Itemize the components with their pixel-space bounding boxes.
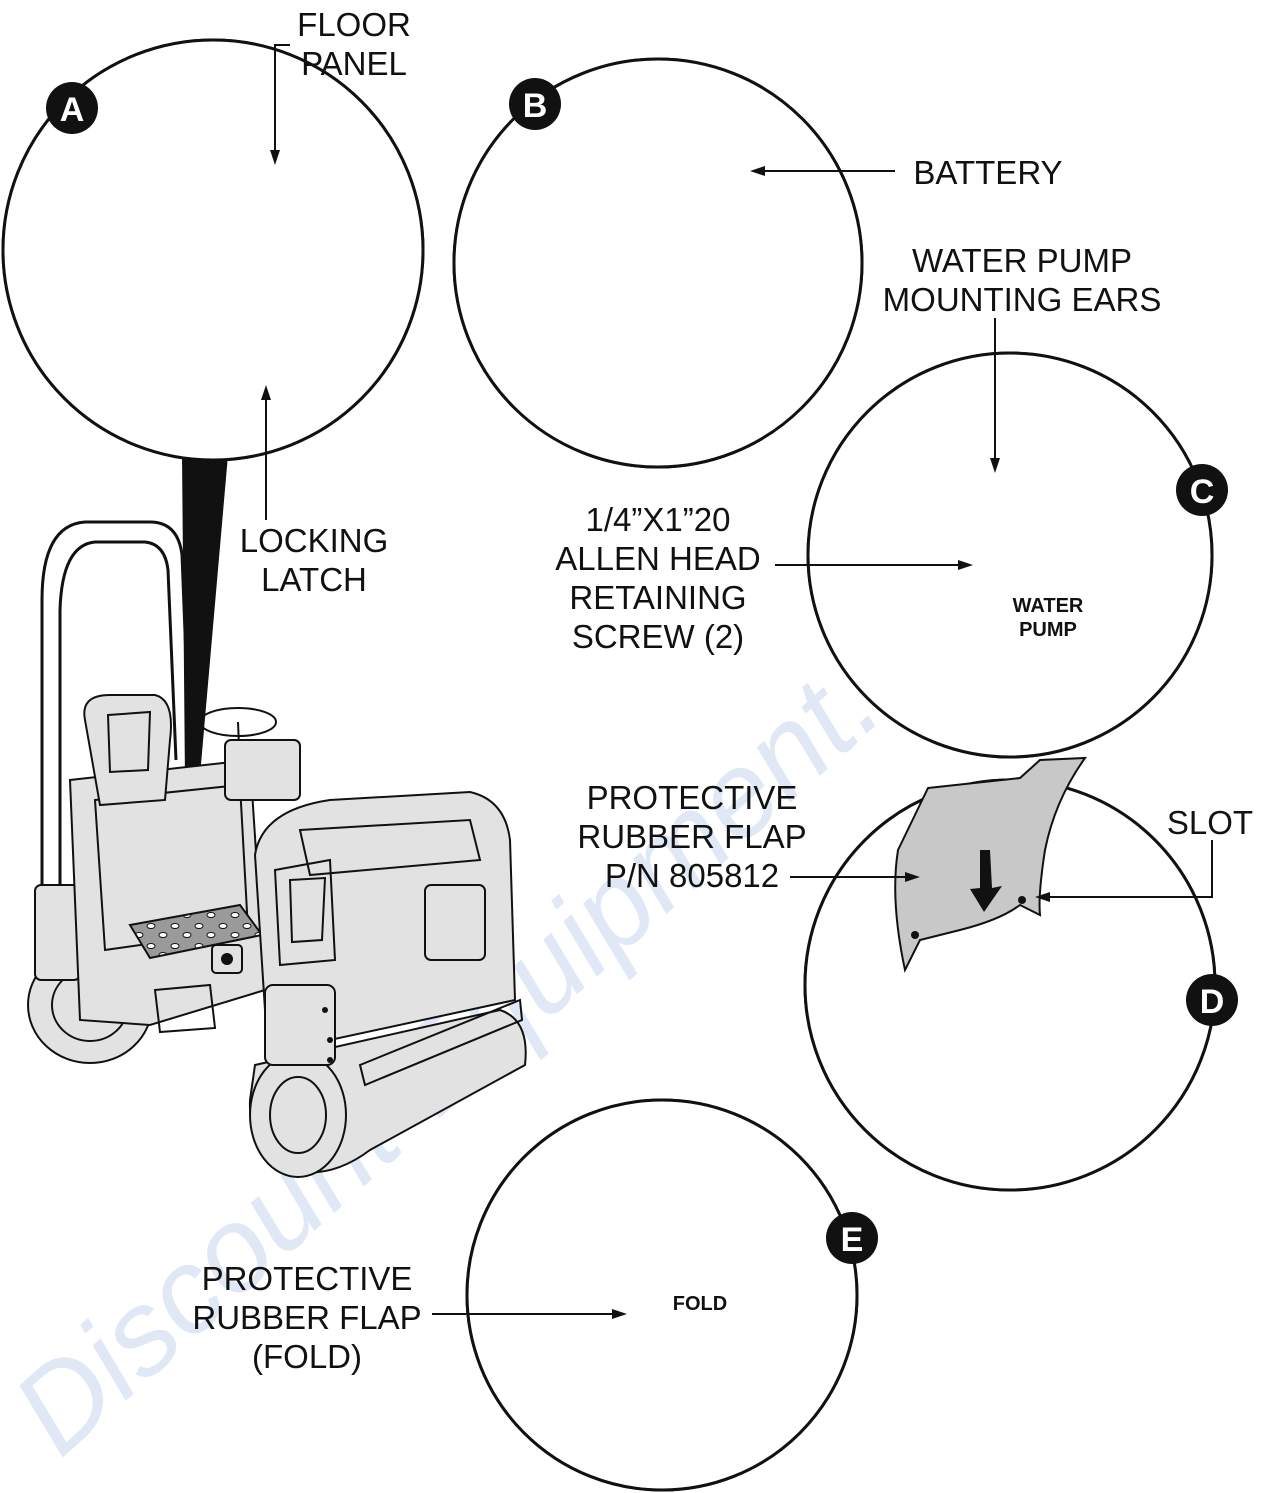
- label-flap-line3: P/N 805812: [605, 857, 779, 894]
- badge-d: [1186, 974, 1238, 1026]
- label-screw-line4: SCREW (2): [572, 618, 744, 655]
- detail-b-battery: B: [452, 57, 864, 469]
- badge-b-text: B: [523, 87, 548, 125]
- badge-a: [46, 82, 98, 134]
- label-fold-line1: PROTECTIVE: [202, 1260, 413, 1297]
- leader-lines: [261, 44, 1213, 1319]
- label-screw-line2: ALLEN HEAD: [555, 540, 760, 577]
- water-pump-text-1: WATER: [1013, 595, 1084, 617]
- label-fold-line3: (FOLD): [252, 1338, 362, 1375]
- fold-inner-text: FOLD: [673, 1293, 727, 1315]
- label-floor-panel-line2: PANEL: [301, 45, 407, 82]
- detail-c-water-pump: WATER PUMP C: [806, 351, 1228, 759]
- detail-d-rubber-flap: D: [803, 756, 1238, 1192]
- tandem-roller-illustration: [27, 520, 527, 1178]
- label-battery: BATTERY: [913, 154, 1062, 191]
- label-screw-line1: 1/4”X1”20: [586, 501, 731, 538]
- label-screw-line3: RETAINING: [569, 579, 746, 616]
- label-flap-line1: PROTECTIVE: [587, 779, 798, 816]
- water-pump-text-2: PUMP: [1019, 619, 1077, 641]
- label-floor-panel-line1: FLOOR: [297, 6, 411, 43]
- badge-a-text: A: [60, 91, 85, 129]
- label-fold-line2: RUBBER FLAP: [192, 1299, 421, 1336]
- callout-labels: FLOOR PANEL BATTERY WATER PUMP MOUNTING …: [192, 6, 1253, 1375]
- detail-e-fold: FOLD E: [465, 1098, 878, 1492]
- badge-e-text: E: [841, 1221, 864, 1259]
- badge-c-text: C: [1190, 473, 1215, 511]
- badge-b: [509, 78, 561, 130]
- label-locking-latch-line2: LATCH: [261, 561, 367, 598]
- badge-c: [1176, 464, 1228, 516]
- label-flap-line2: RUBBER FLAP: [577, 818, 806, 855]
- detail-a-floor-panel: A: [1, 38, 425, 462]
- label-locking-latch-line1: LOCKING: [240, 522, 389, 559]
- badge-e: [826, 1212, 878, 1264]
- badge-d-text: D: [1200, 983, 1225, 1021]
- label-water-pump-ears-line2: MOUNTING EARS: [883, 281, 1162, 318]
- label-water-pump-ears-line1: WATER PUMP: [912, 242, 1132, 279]
- label-slot: SLOT: [1167, 804, 1253, 841]
